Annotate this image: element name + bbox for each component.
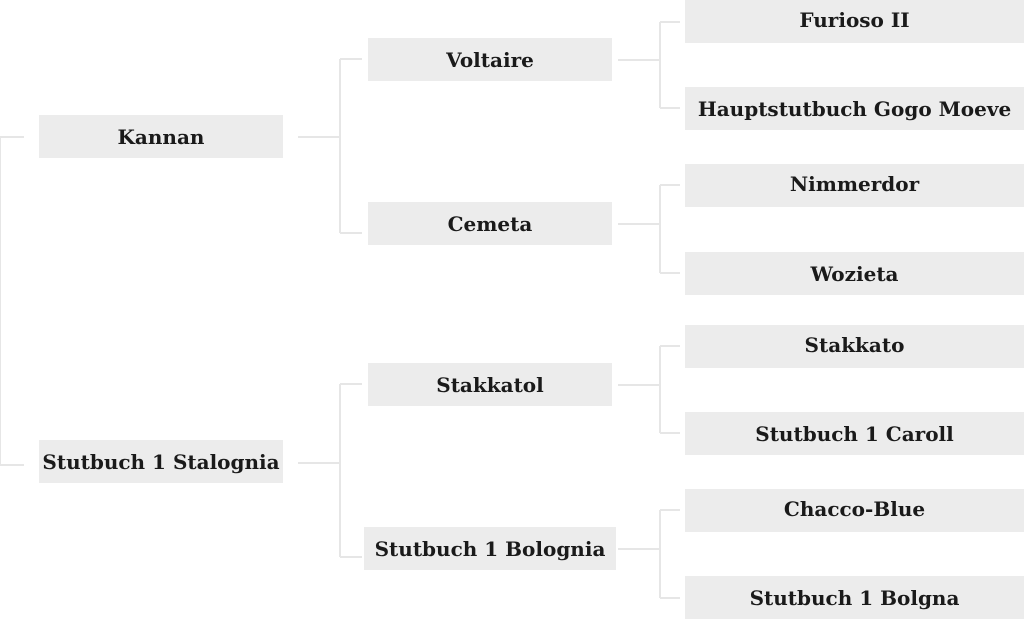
connector-kannan <box>298 58 362 234</box>
grandparent-sire-sire: Voltaire <box>368 38 612 81</box>
node-label: Chacco-Blue <box>783 497 926 521</box>
node-label: Wozieta <box>810 261 899 286</box>
great-grandparent-5: Stakkato <box>685 325 1024 368</box>
node-label: Stakkato <box>804 333 905 357</box>
great-grandparent-2: Hauptstutbuch Gogo Moeve <box>685 87 1024 130</box>
connector-bolognia <box>618 509 680 599</box>
node-label: Cemeta <box>447 211 533 236</box>
great-grandparent-8: Stutbuch 1 Bolgna <box>685 576 1024 619</box>
node-label: Stutbuch 1 Bolognia <box>374 536 606 561</box>
node-label: Hauptstutbuch Gogo Moeve <box>697 96 1012 121</box>
connector-cemeta <box>618 184 680 274</box>
parent-sire: Kannan <box>39 115 283 158</box>
grandparent-sire-dam: Cemeta <box>368 202 612 245</box>
node-label: Kannan <box>117 124 205 149</box>
grandparent-dam-sire: Stakkatol <box>368 363 612 406</box>
connector-stalognia <box>298 383 362 558</box>
node-label: Stutbuch 1 Bolgna <box>749 585 960 610</box>
node-label: Nimmerdor <box>789 172 920 196</box>
great-grandparent-7: Chacco-Blue <box>685 489 1024 532</box>
node-label: Voltaire <box>446 47 534 72</box>
node-label: Stutbuch 1 Caroll <box>755 421 954 446</box>
great-grandparent-1: Furioso II <box>685 0 1024 43</box>
node-label: Stutbuch 1 Stalognia <box>42 449 280 474</box>
node-label: Stakkatol <box>436 372 544 397</box>
connector-stakkatol <box>618 345 680 434</box>
great-grandparent-3: Nimmerdor <box>685 164 1024 207</box>
great-grandparent-4: Wozieta <box>685 252 1024 295</box>
node-label: Furioso II <box>799 8 910 32</box>
connector-voltaire <box>618 21 680 109</box>
great-grandparent-6: Stutbuch 1 Caroll <box>685 412 1024 455</box>
root-connector <box>0 136 24 466</box>
grandparent-dam-dam: Stutbuch 1 Bolognia <box>364 527 616 570</box>
parent-dam: Stutbuch 1 Stalognia <box>39 440 283 483</box>
